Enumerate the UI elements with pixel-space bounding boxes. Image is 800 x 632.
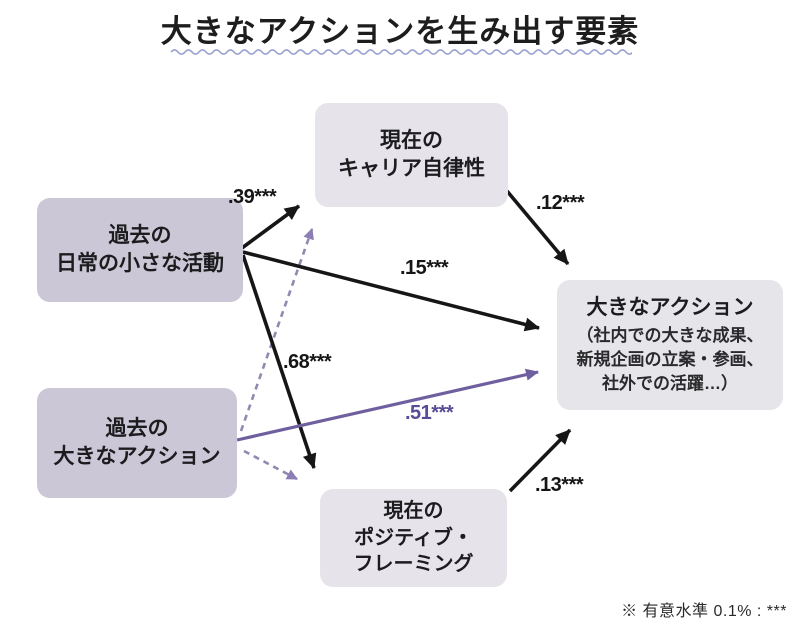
arrow-autonomy-to-big: [505, 189, 570, 266]
node-current-career-autonomy-line1: 現在の: [380, 128, 443, 152]
arrow-framing-to-big: [508, 428, 572, 493]
node-past-big-actions-line2: 大きなアクション: [53, 445, 221, 468]
coef-autonomy-to-big: .12***: [536, 192, 585, 214]
coef-small-to-autonomy: .39***: [228, 186, 277, 208]
node-past-small-activities-line2: 日常の小さな活動: [56, 252, 224, 275]
node-past-small-activities-line1: 過去の: [108, 223, 172, 247]
node-big-action: 大きなアクション （社内での大きな成果、 新規企画の立案・参画、 社外での活躍……: [557, 280, 783, 410]
arrow-small-to-framing: [241, 254, 317, 469]
node-current-positive-framing-line2: ポジティブ・: [354, 526, 473, 549]
coef-pastbig-to-big: .51***: [405, 402, 454, 424]
arrow-small-to-big: [242, 250, 540, 332]
node-past-big-actions-line1: 過去の: [105, 416, 169, 440]
node-current-positive-framing-line3: フレーミング: [353, 553, 474, 576]
arrow-small-to-autonomy: [240, 204, 301, 250]
node-big-action-desc1: （社内での大きな成果、: [576, 326, 764, 346]
node-past-big-actions: 過去の 大きなアクション: [37, 388, 237, 498]
node-current-career-autonomy: 現在の キャリア自律性: [315, 103, 508, 207]
node-big-action-title: 大きなアクション: [586, 296, 754, 320]
arrow-pastbig-to-framing: [243, 449, 298, 481]
wavy-underline-path: [170, 49, 632, 55]
coef-small-to-big: .15***: [400, 257, 449, 279]
coef-framing-to-big: .13***: [535, 474, 584, 496]
arrow-pastbig-to-big: [236, 368, 539, 442]
page-title: 大きなアクションを生み出す要素: [160, 14, 640, 49]
node-current-career-autonomy-line2: キャリア自律性: [338, 157, 485, 180]
arrow-pastbig-to-autonomy: [239, 228, 314, 432]
node-past-small-activities: 過去の 日常の小さな活動: [37, 198, 243, 302]
node-current-positive-framing: 現在の ポジティブ・ フレーミング: [320, 489, 507, 587]
coef-small-to-framing: .68***: [283, 351, 332, 373]
node-big-action-desc2: 新規企画の立案・参画、: [576, 350, 764, 370]
wavy-underline: [170, 49, 632, 55]
significance-footnote: ※ 有意水準 0.1% : ***: [621, 603, 787, 620]
node-big-action-desc3: 社外での活躍…）: [602, 373, 738, 393]
node-current-positive-framing-line1: 現在の: [383, 499, 444, 522]
